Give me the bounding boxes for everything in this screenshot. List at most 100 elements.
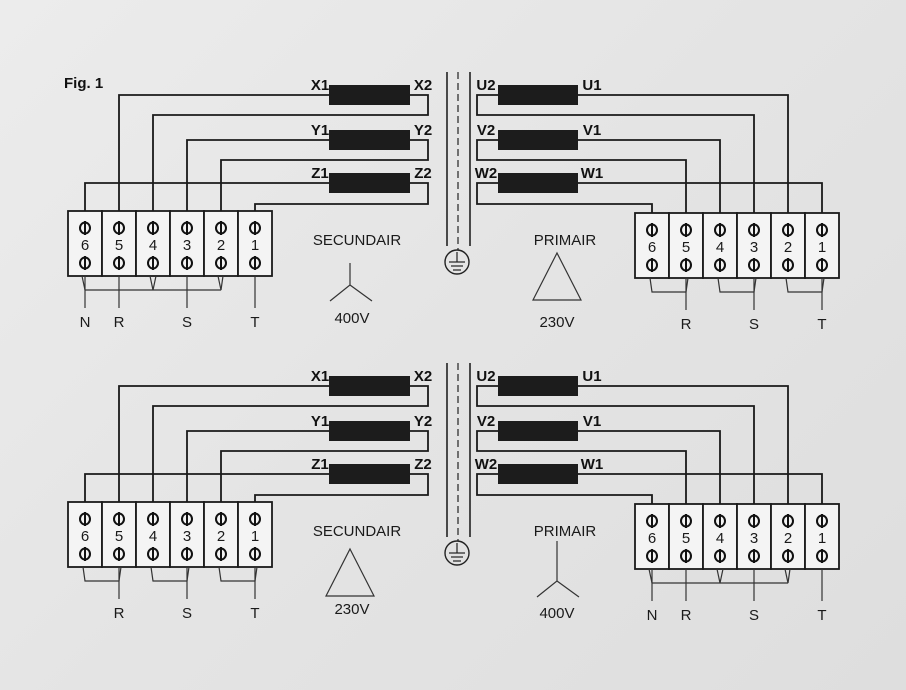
bridge <box>785 277 825 293</box>
terminal-number: 5 <box>682 530 690 547</box>
coil <box>498 130 578 150</box>
terminal-number: 6 <box>81 528 89 545</box>
terminal-number: 4 <box>716 530 724 547</box>
bridge <box>150 566 190 582</box>
terminal-number: 2 <box>217 528 225 545</box>
winding-title: SECUNDAIR <box>313 232 402 249</box>
terminal-screw-icon <box>79 221 91 235</box>
terminal-screw-icon <box>181 512 193 526</box>
terminal-screw-icon <box>113 256 125 270</box>
bridge <box>717 277 757 293</box>
coil-end-label: U2 <box>476 368 495 385</box>
terminal-screw-icon <box>748 549 760 563</box>
coil-end-label: X2 <box>414 77 432 94</box>
terminal-screw-icon <box>714 258 726 272</box>
coil <box>329 130 410 150</box>
terminal-screw-icon <box>782 514 794 528</box>
transformer-core <box>444 72 471 275</box>
coil <box>329 464 410 484</box>
supply-line-label: S <box>182 605 192 622</box>
coil-end-label: Y2 <box>414 413 432 430</box>
coil <box>498 85 578 105</box>
coil-end-label: W2 <box>475 456 498 473</box>
terminal-screw-icon <box>249 221 261 235</box>
star-lines <box>536 541 580 598</box>
coil-start-label: Z1 <box>311 456 329 473</box>
terminal-screw-icon <box>79 256 91 270</box>
coil-end-label: U2 <box>476 77 495 94</box>
supply-line-label: N <box>80 314 91 331</box>
wire <box>476 473 653 504</box>
wire <box>152 385 429 502</box>
coil-start-label: X1 <box>311 368 329 385</box>
bridge <box>152 275 157 291</box>
star-lines <box>329 263 373 302</box>
bridge <box>149 275 154 291</box>
terminal-screw-icon <box>79 512 91 526</box>
wire <box>578 430 721 504</box>
terminal-screw-icon <box>79 547 91 561</box>
coil <box>498 464 578 484</box>
star-connection-icon <box>536 541 580 598</box>
terminal-screw-icon <box>215 256 227 270</box>
coil-start-label: Y1 <box>311 413 329 430</box>
wire <box>186 430 329 502</box>
voltage-label: 400V <box>539 605 574 622</box>
winding-title: SECUNDAIR <box>313 523 402 540</box>
coil-end-label: X2 <box>414 368 432 385</box>
terminal-number: 1 <box>818 239 826 256</box>
coil-end-label: Z2 <box>414 165 432 182</box>
terminal-number: 6 <box>648 239 656 256</box>
terminal-screw-icon <box>147 512 159 526</box>
coil <box>498 421 578 441</box>
terminal-number: 1 <box>251 237 259 254</box>
terminal-screw-icon <box>147 256 159 270</box>
wire <box>254 182 429 211</box>
supply-line-label: T <box>817 316 826 333</box>
bridge <box>82 566 122 582</box>
coil-end-label: V2 <box>477 122 495 139</box>
terminal-number: 5 <box>115 528 123 545</box>
coil <box>329 376 410 396</box>
terminal-screw-icon <box>782 258 794 272</box>
voltage-label: 400V <box>334 310 369 327</box>
wire <box>118 94 329 211</box>
wire <box>186 139 329 211</box>
terminal-screw-icon <box>215 221 227 235</box>
coil-start-label: X1 <box>311 77 329 94</box>
bridge <box>649 277 689 293</box>
terminal-number: 4 <box>716 239 724 256</box>
terminal-screw-icon <box>249 256 261 270</box>
wire <box>578 94 789 213</box>
wire <box>476 139 687 213</box>
terminal-screw-icon <box>181 547 193 561</box>
bridge <box>716 568 721 584</box>
wire <box>578 182 823 213</box>
supply-line-label: T <box>250 605 259 622</box>
wire <box>578 473 823 504</box>
terminal-number: 1 <box>251 528 259 545</box>
terminal-screw-icon <box>816 223 828 237</box>
earth-ground-icon <box>444 540 470 566</box>
terminal-screw-icon <box>748 258 760 272</box>
terminal-screw-icon <box>714 514 726 528</box>
terminal-screw-icon <box>249 547 261 561</box>
delta-connection-icon <box>532 251 582 301</box>
wire <box>254 473 429 502</box>
terminal-number: 2 <box>784 239 792 256</box>
terminal-number: 4 <box>149 528 157 545</box>
terminal-screw-icon <box>646 223 658 237</box>
terminal-number: 3 <box>750 239 758 256</box>
bridge <box>719 568 724 584</box>
terminal-screw-icon <box>181 221 193 235</box>
terminal-screw-icon <box>782 223 794 237</box>
wire <box>84 182 329 211</box>
